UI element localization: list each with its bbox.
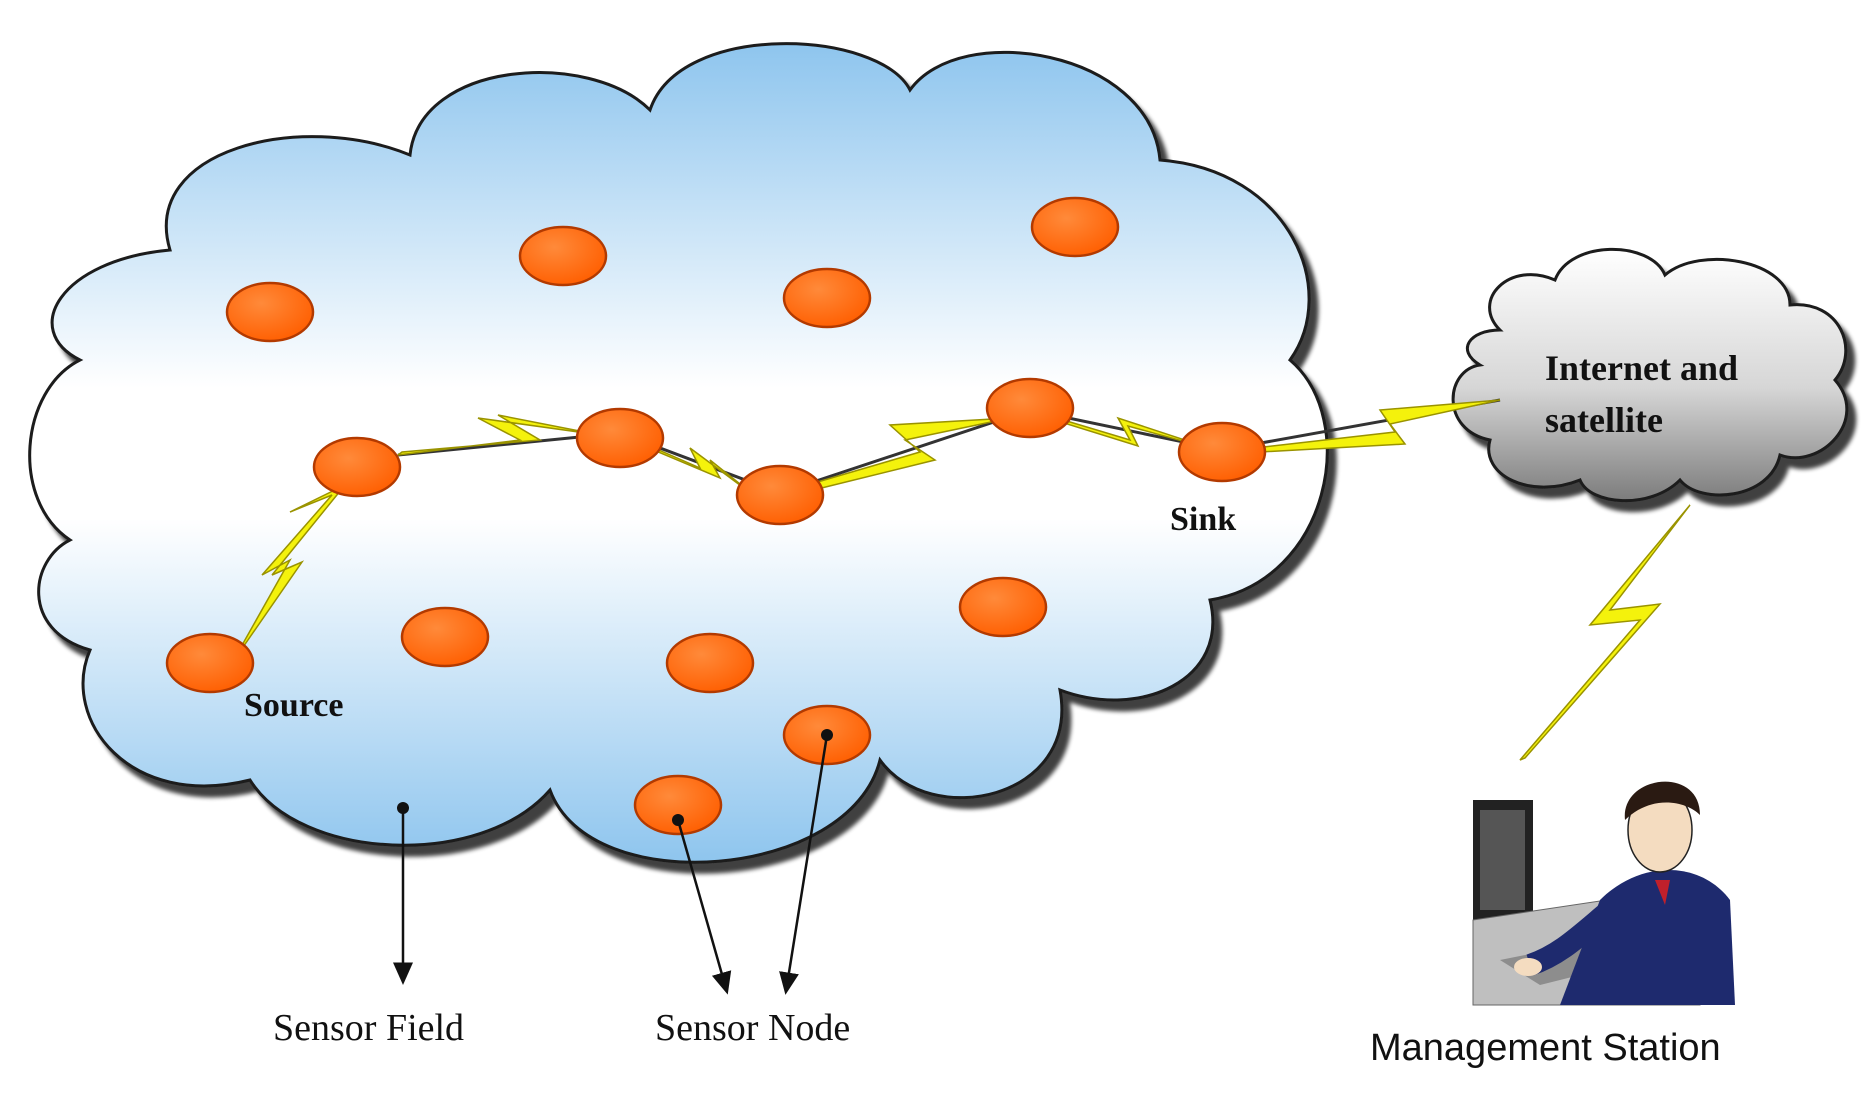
sensor-node <box>225 281 315 343</box>
sensor-node <box>400 606 490 668</box>
sensor-node <box>575 407 665 469</box>
sensor-node <box>665 632 755 694</box>
callout-dot <box>397 802 409 814</box>
source-label: Source <box>244 687 343 724</box>
sensor-nodes <box>165 196 1267 836</box>
sensor-node <box>958 576 1048 638</box>
sensor-node <box>735 464 825 526</box>
sensor-node <box>1030 196 1120 258</box>
callout-dot <box>672 814 684 826</box>
sensor-node <box>633 774 723 836</box>
sensor-node <box>985 377 1075 439</box>
sensor-node-label: Sensor Node <box>655 1007 850 1049</box>
sensor-field-label: Sensor Field <box>273 1007 464 1049</box>
management-station-label: Management Station <box>1370 1027 1721 1069</box>
operator-icon <box>1472 781 1735 1006</box>
callout-dot <box>821 729 833 741</box>
sink-node <box>1177 421 1267 483</box>
internet-cloud <box>1451 247 1849 503</box>
callout-lines <box>393 734 829 995</box>
sensor-field-cloud <box>28 42 1329 864</box>
sink-label: Sink <box>1170 501 1236 538</box>
internet-label-line2: satellite <box>1545 400 1663 440</box>
internet-label-line1: Internet and <box>1545 348 1738 388</box>
sensor-node <box>518 225 608 287</box>
source-node <box>165 632 255 694</box>
sensor-node <box>782 267 872 329</box>
sensor-node <box>312 436 402 498</box>
